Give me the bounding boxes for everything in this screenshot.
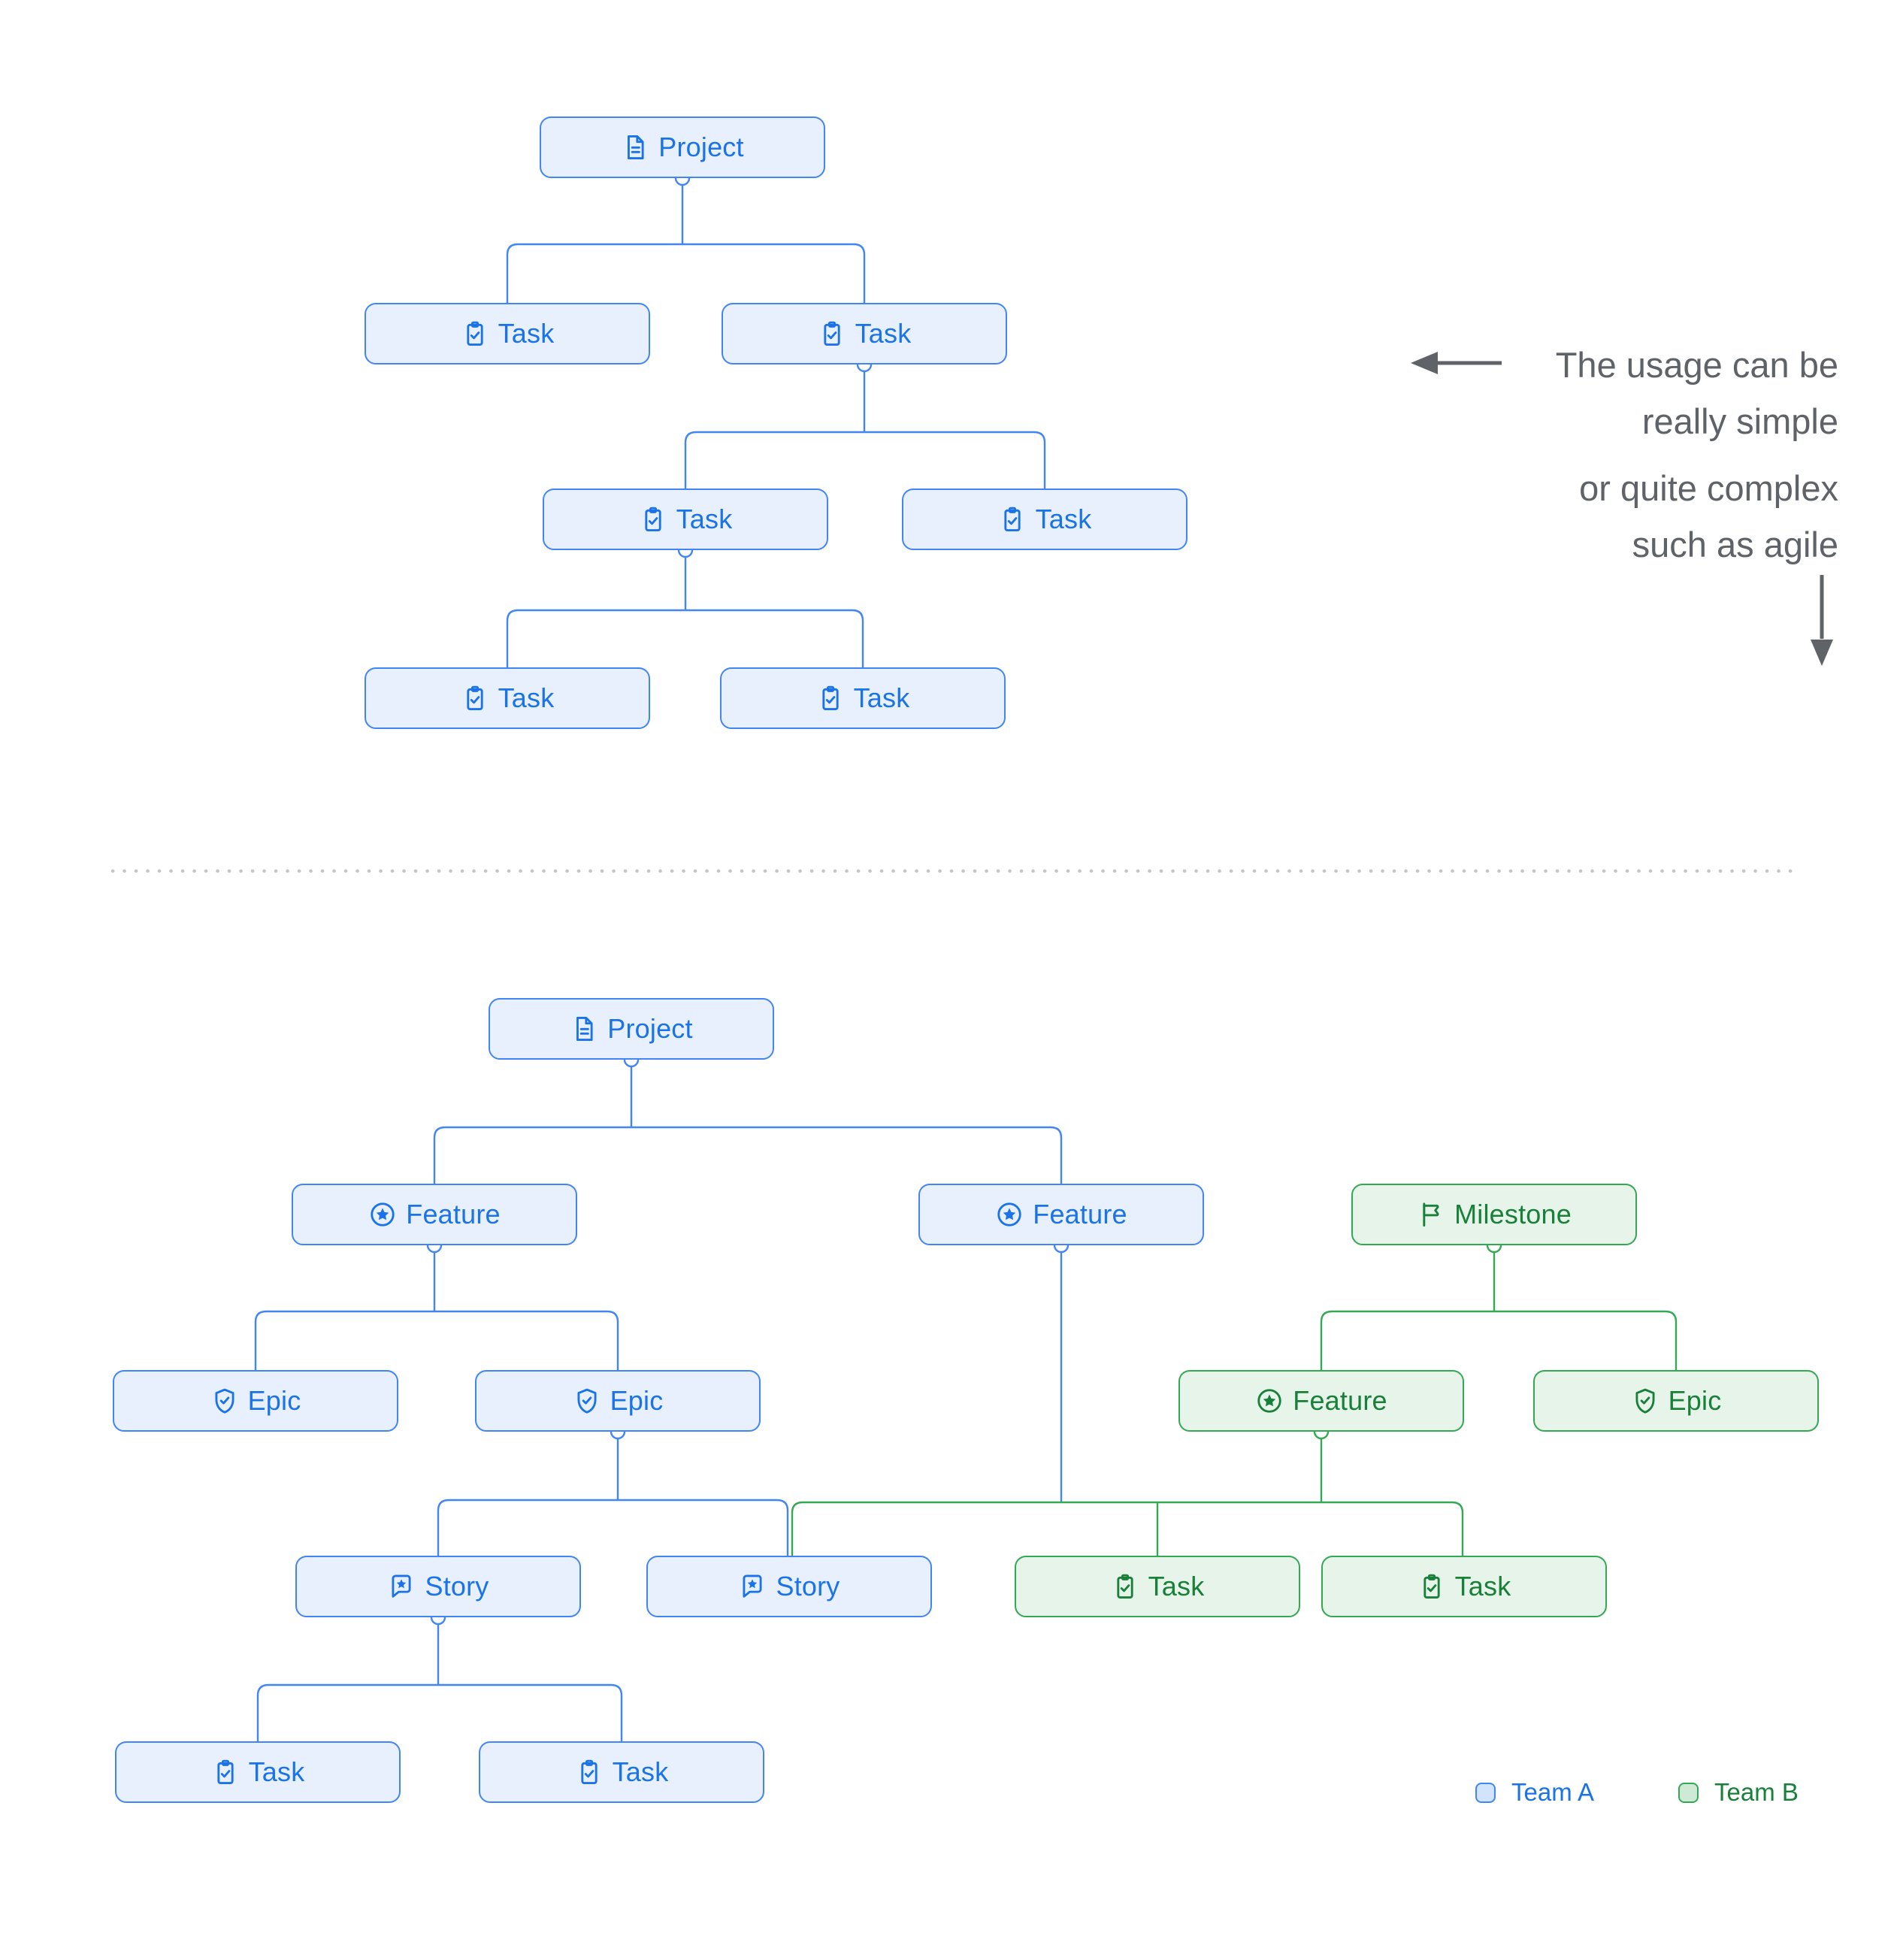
node-label: Task: [1148, 1571, 1205, 1602]
task-check-icon: [998, 505, 1027, 534]
node-label: Epic: [610, 1385, 664, 1416]
annotation-line: The usage can be: [1555, 345, 1838, 385]
node-label: Task: [676, 504, 733, 534]
simple-task-node-4: Task: [902, 488, 1187, 550]
team-a-label: Team A: [1511, 1778, 1595, 1806]
complex-feature-node-1: Feature: [292, 1184, 577, 1245]
complex-epic-node-1: Epic: [113, 1370, 398, 1432]
node-label: Epic: [1668, 1385, 1722, 1416]
task-check-icon: [1111, 1572, 1139, 1601]
annotation-line: or quite complex: [1579, 468, 1838, 508]
simple-tree-edges: [506, 178, 1046, 667]
node-label: Task: [612, 1756, 669, 1787]
node-label: Milestone: [1454, 1199, 1572, 1230]
task-check-icon: [461, 684, 489, 712]
complex-epic-node-green: Epic: [1533, 1370, 1819, 1432]
complex-feature-node-green: Feature: [1178, 1370, 1464, 1432]
node-label: Task: [498, 318, 555, 349]
node-label: Task: [855, 318, 912, 349]
task-check-icon: [1417, 1572, 1446, 1601]
complex-tree-blue-edges: [254, 1060, 1063, 1741]
down-arrow-icon: [1811, 575, 1833, 666]
left-arrow-icon: [1411, 352, 1502, 374]
simple-task-node-5: Task: [365, 667, 650, 729]
annotation-simple: The usage can be really simple: [1556, 337, 1838, 449]
complex-milestone-node: Milestone: [1351, 1184, 1637, 1245]
star-circle-icon: [1255, 1387, 1284, 1415]
node-label: Task: [498, 682, 555, 713]
node-label: Feature: [1293, 1385, 1387, 1416]
complex-feature-node-2: Feature: [918, 1184, 1204, 1245]
star-circle-icon: [995, 1200, 1024, 1229]
task-check-icon: [816, 684, 845, 712]
shield-check-icon: [1631, 1387, 1659, 1415]
task-check-icon: [211, 1758, 240, 1786]
complex-task-node-green-1: Task: [1015, 1556, 1300, 1617]
complex-task-node-1: Task: [115, 1741, 401, 1803]
simple-task-node-1: Task: [365, 303, 650, 364]
node-label: Feature: [1033, 1199, 1127, 1230]
shield-check-icon: [573, 1387, 601, 1415]
story-bubble-icon: [738, 1572, 767, 1601]
legend-team-a: Team A: [1475, 1778, 1594, 1807]
team-b-label: Team B: [1714, 1778, 1799, 1806]
complex-task-node-green-2: Task: [1321, 1556, 1607, 1617]
node-label: Task: [248, 1756, 305, 1787]
simple-task-node-2: Task: [722, 303, 1007, 364]
node-label: Task: [1035, 504, 1092, 534]
node-label: Task: [853, 682, 910, 713]
complex-tree-green-edges: [791, 1245, 1678, 1556]
node-label: Story: [776, 1571, 840, 1602]
shield-check-icon: [210, 1387, 239, 1415]
annotation-complex: or quite complex such as agile: [1579, 460, 1838, 573]
task-check-icon: [575, 1758, 604, 1786]
node-label: Story: [425, 1571, 489, 1602]
node-label: Feature: [406, 1199, 501, 1230]
flag-icon: [1417, 1200, 1445, 1229]
simple-task-node-3: Task: [543, 488, 828, 550]
simple-task-node-6: Task: [720, 667, 1006, 729]
complex-project-node: Project: [489, 998, 774, 1060]
annotation-line: such as agile: [1632, 525, 1838, 564]
annotation-line: really simple: [1641, 401, 1838, 441]
story-bubble-icon: [387, 1572, 416, 1601]
node-label: Epic: [247, 1385, 301, 1416]
team-b-swatch: [1678, 1782, 1699, 1803]
complex-task-node-2: Task: [479, 1741, 764, 1803]
node-label: Project: [658, 132, 744, 162]
node-label: Task: [1454, 1571, 1511, 1602]
document-icon: [621, 133, 649, 162]
legend-team-b: Team B: [1678, 1778, 1799, 1807]
simple-project-node: Project: [540, 116, 825, 178]
complex-epic-node-2: Epic: [475, 1370, 761, 1432]
task-check-icon: [639, 505, 667, 534]
task-check-icon: [461, 319, 489, 348]
complex-story-node-1: Story: [295, 1556, 581, 1617]
document-icon: [570, 1015, 598, 1043]
star-circle-icon: [368, 1200, 397, 1229]
complex-story-node-2: Story: [646, 1556, 932, 1617]
node-label: Project: [607, 1013, 693, 1044]
task-check-icon: [818, 319, 846, 348]
team-a-swatch: [1475, 1782, 1496, 1803]
